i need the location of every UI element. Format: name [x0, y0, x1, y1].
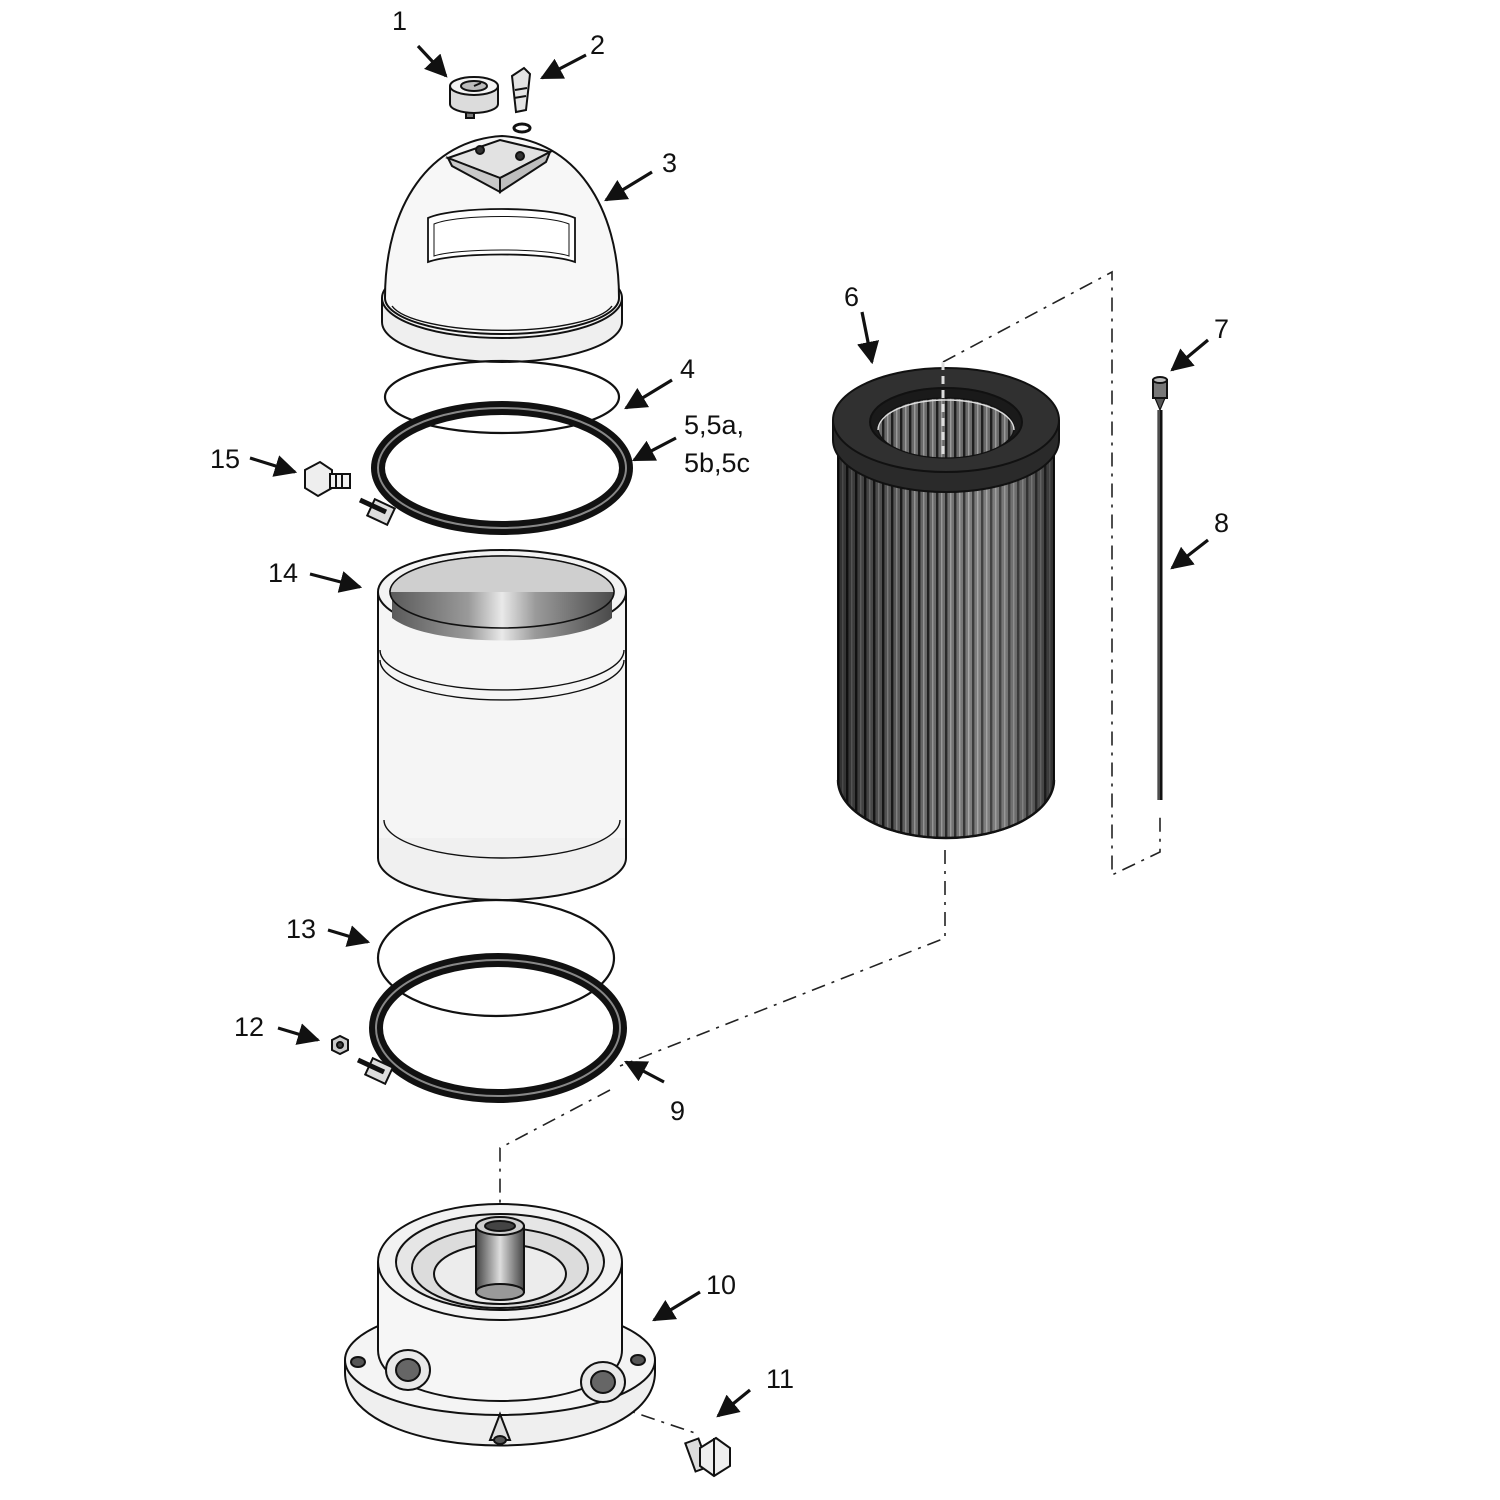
drain-plug-part: [684, 1436, 731, 1478]
tube-cap-part: [1152, 376, 1168, 399]
leader-arrow-7: [1170, 338, 1210, 372]
lower-clamp-ring-part: [356, 953, 627, 1103]
tank-body-part: [377, 549, 627, 901]
callout-label-5-line-2: 5b,5c: [684, 448, 750, 478]
callout-label-1: 1: [392, 6, 407, 36]
leader-arrow-9: [624, 1060, 665, 1084]
filter-cartridge-part: [832, 362, 1060, 840]
callout-label-4: 4: [680, 354, 695, 384]
tank-o-ring-part: [376, 898, 616, 1018]
clamp-nut-part: [331, 1034, 349, 1056]
callout-label-2: 2: [590, 30, 605, 60]
leader-arrow-12: [277, 1023, 321, 1045]
air-relief-valve-part: [510, 66, 532, 134]
callout-label-8: 8: [1214, 508, 1229, 538]
callout-label-15: 15: [210, 444, 240, 474]
leader-arrow-1: [416, 44, 448, 78]
callout-label-7: 7: [1214, 314, 1229, 344]
leader-arrows: [249, 44, 1210, 1418]
pressure-gauge-part: [449, 76, 499, 119]
center-tube-part: [1154, 397, 1166, 800]
callout-label-12: 12: [234, 1012, 264, 1042]
filter-base-part: [344, 1203, 656, 1447]
leader-arrow-14: [309, 571, 363, 593]
leader-arrow-4: [624, 378, 673, 410]
leader-arrow-13: [327, 925, 371, 947]
leader-arrow-11: [716, 1388, 752, 1418]
leader-arrow-8: [1170, 538, 1209, 570]
callout-label-10: 10: [706, 1270, 736, 1300]
leader-arrow-15: [249, 455, 298, 477]
lid-o-ring-part: [383, 359, 621, 435]
callout-label-11: 11: [766, 1364, 794, 1394]
callout-labels: 1 2 3 4 5,5a, 5b,5c 6 7 8 9 10 11 12 13 …: [210, 6, 1229, 1394]
leader-arrow-2: [540, 53, 587, 80]
leader-arrow-6: [857, 311, 880, 365]
callout-label-9: 9: [670, 1096, 685, 1126]
callout-label-5-line-1: 5,5a,: [684, 410, 744, 440]
callout-label-6: 6: [844, 282, 859, 312]
callout-label-14: 14: [268, 558, 298, 588]
upper-clamp-ring-part: [358, 401, 633, 535]
callout-label-3: 3: [662, 148, 677, 178]
leader-arrow-5: [632, 436, 677, 462]
assembly-guide-lines: [499, 270, 1161, 1434]
leader-arrow-10: [652, 1290, 701, 1322]
filter-lid-part: [381, 134, 623, 363]
callout-label-13: 13: [286, 914, 316, 944]
clamp-bolt-part: [304, 460, 351, 498]
leader-arrow-3: [604, 170, 653, 202]
